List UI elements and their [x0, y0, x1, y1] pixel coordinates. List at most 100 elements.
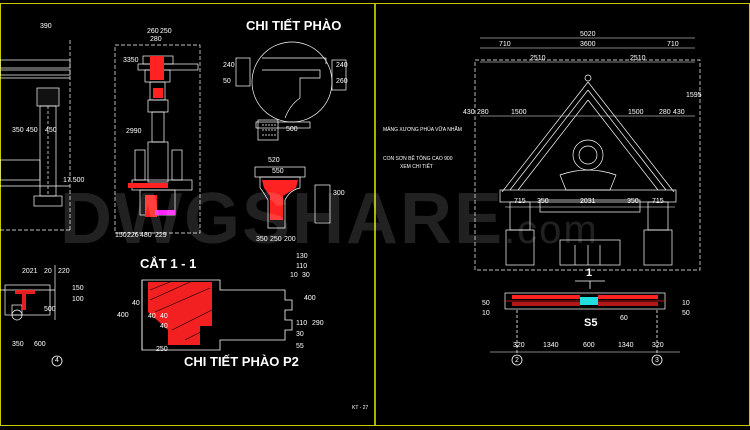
dim-r-320: 320 — [513, 342, 525, 349]
dim-phao-240: 240 — [223, 62, 235, 69]
dim-p2-40b: 40 — [148, 313, 156, 320]
dim-p2-40d: 40 — [160, 323, 168, 330]
dim-phao-260: 260 — [336, 78, 348, 85]
dim-450b: 450 — [45, 127, 57, 134]
dim-r-10b: 10 — [682, 300, 690, 307]
pediment-elevation — [474, 59, 701, 271]
dim-r-280: 280 — [477, 109, 489, 116]
title-cat-1-1: CẮT 1 - 1 — [140, 256, 197, 271]
title-chi-tiet-phao: CHI TIẾT PHÀO — [246, 18, 342, 33]
dim-r-2510b: 2510 — [630, 55, 646, 62]
column-red-detail — [128, 56, 175, 217]
dim-220: 220 — [58, 268, 70, 275]
dim-p2-290: 290 — [312, 320, 324, 327]
note-xem-chi-tiet: XEM CHI TIẾT — [400, 164, 433, 170]
dim-r-1500: 1500 — [511, 109, 527, 116]
note-con-son: CON SƠN BÊ TÔNG CAO 900 — [383, 156, 453, 162]
dim-r-430: 430 — [463, 109, 475, 116]
dim-phao-200: 200 — [284, 236, 296, 243]
dim-p2-250: 250 — [156, 346, 168, 353]
dim-r-10: 10 — [482, 310, 490, 317]
pediment-dim-lines — [480, 37, 695, 353]
dim-100: 100 — [72, 296, 84, 303]
left-red-hatch — [15, 290, 35, 310]
dim-col-480: 480 — [140, 232, 152, 239]
phao-profile-small — [235, 57, 347, 141]
sheet-number: KT - 27 — [352, 405, 369, 411]
watermark-main: DWGSHARE — [60, 179, 504, 259]
dim-r-1340b: 1340 — [618, 342, 634, 349]
dim-r-1595: 1595 — [686, 92, 702, 99]
left-partial-elevation — [0, 40, 71, 321]
dim-phao-240b: 240 — [336, 62, 348, 69]
dim-r-50: 50 — [482, 300, 490, 307]
title-section-s5: S5 — [584, 317, 598, 329]
dim-20: 20 — [44, 268, 52, 275]
dim-phao-520: 520 — [268, 157, 280, 164]
dim-p2-130: 130 — [296, 253, 308, 260]
dim-r-600: 600 — [583, 342, 595, 349]
dim-p2-55: 55 — [296, 343, 304, 350]
dim-r-1500b: 1500 — [628, 109, 644, 116]
dim-r-350b: 350 — [627, 198, 639, 205]
dim-r-320b: 320 — [652, 342, 664, 349]
phao-detail-circle — [251, 41, 333, 129]
dim-col-3350: 3350 — [123, 57, 139, 64]
dim-p2-110b: 110 — [296, 320, 308, 327]
phao-p2-red-hatch — [148, 282, 212, 345]
grid-bubble-4 — [51, 355, 63, 367]
dim-p2-10: 10 — [290, 272, 298, 279]
dim-r-715: 715 — [514, 198, 526, 205]
dim-col-280: 280 — [150, 36, 162, 43]
dim-350b: 350 — [12, 341, 24, 348]
dim-r-3600: 3600 — [580, 41, 596, 48]
title-chi-tiet-phao-p2: CHI TIẾT PHÀO P2 — [184, 354, 299, 369]
dim-2021: 2021 — [22, 268, 38, 275]
section-s5-cyan — [580, 297, 598, 305]
elev-17500: 17.500 — [63, 177, 85, 184]
dim-r-350: 350 — [537, 198, 549, 205]
dim-r-280b: 280 — [659, 109, 671, 116]
dim-col-250: 250 — [160, 28, 172, 35]
phao-detail-2-red — [262, 180, 298, 220]
dim-phao-300: 300 — [333, 190, 345, 197]
dim-150: 150 — [72, 285, 84, 292]
dim-500: 500 — [44, 306, 56, 313]
dim-r-2510: 2510 — [530, 55, 546, 62]
dim-r-1340: 1340 — [543, 342, 559, 349]
dim-600: 600 — [34, 341, 46, 348]
dim-p2-110: 110 — [296, 263, 308, 270]
dim-col-2990: 2990 — [126, 128, 142, 135]
watermark-suffix: .com — [504, 208, 599, 252]
dim-col-229: 229 — [155, 232, 167, 239]
dim-r-710: 710 — [499, 41, 511, 48]
section-marker-1 — [575, 280, 605, 289]
dim-col-226: 226 — [127, 232, 139, 239]
dim-phao-350: 350 — [256, 236, 268, 243]
dim-390: 390 — [40, 23, 52, 30]
dim-phao-500: 500 — [286, 126, 298, 133]
dim-350: 350 — [12, 127, 24, 134]
watermark: DWGSHARE.com — [60, 178, 599, 260]
dim-r-715b: 715 — [652, 198, 664, 205]
phao-p2-profile — [141, 279, 293, 351]
dim-p2-400: 400 — [117, 312, 129, 319]
dim-r-50b: 50 — [682, 310, 690, 317]
dim-p2-40: 40 — [132, 300, 140, 307]
dim-r-60: 60 — [620, 315, 628, 322]
grid-label-4: 4 — [55, 357, 59, 364]
dim-phao-50: 50 — [223, 78, 231, 85]
dim-r-710b: 710 — [667, 41, 679, 48]
grid-label-2: 2 — [515, 357, 519, 364]
dim-r-430b: 430 — [673, 109, 685, 116]
dim-p2-40c: 40 — [160, 313, 168, 320]
dim-phao-550: 550 — [272, 168, 284, 175]
dim-r-5020: 5020 — [580, 31, 596, 38]
dim-col-150: 150 — [115, 232, 127, 239]
dim-col-260: 260 — [147, 28, 159, 35]
dim-450: 450 — [26, 127, 38, 134]
grid-label-3: 3 — [655, 357, 659, 364]
dim-p2-30: 30 — [302, 272, 310, 279]
note-mang-xuong: MẢNG XƯƠNG PHÙA VỮA NHÃM — [383, 127, 462, 133]
